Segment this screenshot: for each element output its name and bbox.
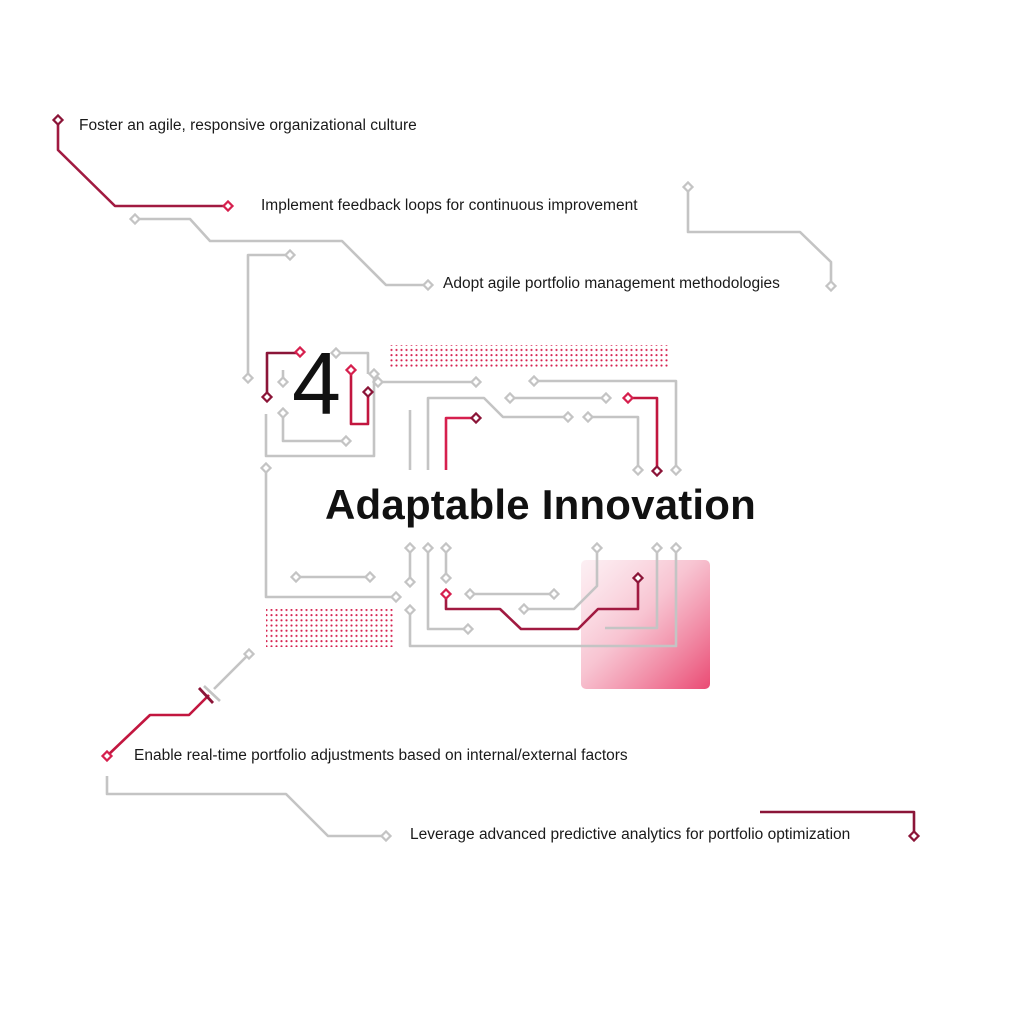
trace-leverage xyxy=(760,810,916,835)
trace-lower-right-a xyxy=(605,548,659,630)
trace-stem-b xyxy=(426,396,568,470)
gray-traces xyxy=(105,187,833,838)
connector-node xyxy=(100,749,114,763)
connector-node xyxy=(339,434,353,448)
trace-top-inner xyxy=(336,351,370,374)
item-agile-methodologies: Adopt agile portfolio management methodo… xyxy=(443,275,780,292)
trace-bottom xyxy=(105,776,386,838)
connector-node xyxy=(221,199,235,213)
connector-node xyxy=(260,390,274,404)
connector-node xyxy=(631,463,645,477)
connector-node xyxy=(547,587,561,601)
connector-node xyxy=(421,541,435,555)
capacitor-plate-red xyxy=(197,687,215,704)
dot-pattern-bottom xyxy=(266,609,393,647)
trace-box-inner xyxy=(349,371,370,426)
connector-node xyxy=(259,461,273,475)
trace-to-item-foster xyxy=(56,120,226,208)
connector-node xyxy=(439,587,453,601)
connector-node xyxy=(371,375,385,389)
trace-left-vertical xyxy=(246,253,290,377)
trace-lower-stem-b xyxy=(426,548,468,631)
connector-node xyxy=(439,541,453,555)
connector-nodes xyxy=(51,113,921,843)
item-real-time-adjustments: Enable real-time portfolio adjustments b… xyxy=(134,747,628,764)
connector-node xyxy=(344,363,358,377)
trace-to-item-enable xyxy=(106,694,210,757)
connector-node xyxy=(242,647,256,661)
connector-node xyxy=(329,346,343,360)
connector-node xyxy=(403,603,417,617)
diagram-title: Adaptable Innovation xyxy=(325,481,757,528)
connector-node xyxy=(283,248,297,262)
connector-node xyxy=(361,385,375,399)
connector-node xyxy=(599,391,613,405)
trace-lower-long xyxy=(408,548,678,648)
connector-node xyxy=(276,406,290,420)
trace-stem-red xyxy=(444,416,476,470)
connector-node xyxy=(367,367,381,381)
trace-upper-right-red xyxy=(628,396,659,470)
trace-lower-left-diag xyxy=(213,653,250,690)
connector-node xyxy=(503,391,517,405)
trace-lower-red xyxy=(444,579,640,631)
connector-node xyxy=(403,541,417,555)
dot-pattern-top xyxy=(389,345,669,367)
capacitor-plate-gray xyxy=(203,685,221,702)
item-foster-culture: Foster an agile, responsive organization… xyxy=(79,117,417,134)
connector-node xyxy=(907,829,921,843)
trace-upper-right-inner xyxy=(588,415,640,470)
connector-node xyxy=(379,829,393,843)
connector-node xyxy=(128,212,142,226)
item-feedback-loops: Implement feedback loops for continuous … xyxy=(261,197,638,214)
pink-gradient-square xyxy=(581,560,710,689)
connector-node xyxy=(293,345,307,359)
connector-node xyxy=(590,541,604,555)
connector-node xyxy=(389,590,403,604)
connector-node xyxy=(561,410,575,424)
trace-box-left xyxy=(265,351,300,396)
connector-node xyxy=(421,278,435,292)
connector-node xyxy=(621,391,635,405)
connector-node xyxy=(461,622,475,636)
step-number: 4 xyxy=(292,334,341,433)
item-predictive-analytics: Leverage advanced predictive analytics f… xyxy=(410,826,851,843)
connector-node xyxy=(631,571,645,585)
trace-left-long xyxy=(264,468,396,599)
connector-node xyxy=(581,410,595,424)
trace-right-top xyxy=(686,187,833,286)
connector-node xyxy=(469,375,483,389)
connector-node xyxy=(403,575,417,589)
connector-node xyxy=(517,602,531,616)
connector-node xyxy=(650,541,664,555)
trace-box-outline xyxy=(264,374,376,458)
connector-node xyxy=(669,541,683,555)
trace-upper-right-long xyxy=(534,379,678,470)
trace-lower-diag xyxy=(524,548,599,611)
connector-node xyxy=(276,375,290,389)
connector-node xyxy=(527,374,541,388)
connector-node xyxy=(669,463,683,477)
connector-node xyxy=(363,570,377,584)
connector-node xyxy=(439,571,453,585)
red-traces xyxy=(56,120,916,835)
connector-node xyxy=(824,279,838,293)
trace-inner-hook xyxy=(281,413,346,443)
trace-to-item-adopt xyxy=(135,217,426,287)
connector-node xyxy=(469,411,483,425)
connector-node xyxy=(681,180,695,194)
connector-node xyxy=(241,371,255,385)
connector-node xyxy=(51,113,65,127)
connector-node xyxy=(289,570,303,584)
connector-node xyxy=(463,587,477,601)
connector-node xyxy=(650,464,664,478)
